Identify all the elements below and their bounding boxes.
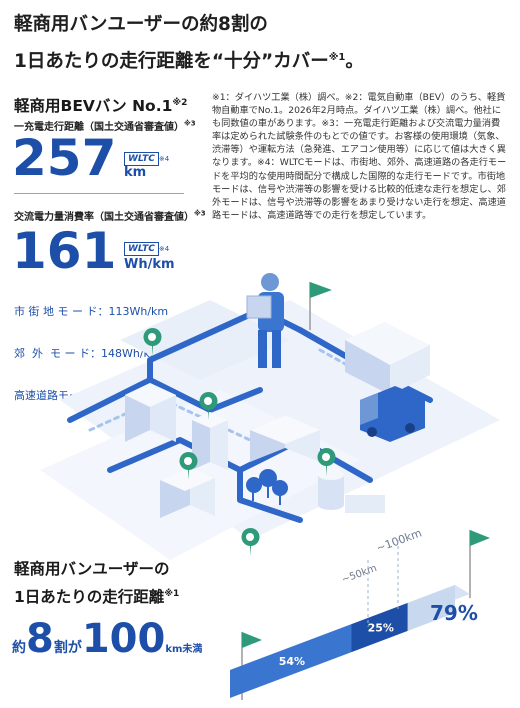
delivery-person-icon xyxy=(246,273,284,368)
cumulative-label-79: 79% xyxy=(430,601,478,625)
distance-chart: 54% 25% 79% ~50km ~100km xyxy=(230,526,478,698)
bev-title: 軽商用BEVバン No.1※2 xyxy=(14,97,188,115)
headline-line2: 1日あたりの走行距離を“十分”カバー※1。 xyxy=(14,51,364,73)
footnotes: ※1：ダイハツ工業（株）調べ。※2：電気自動車（BEV）のうち、軽貨物自動車でN… xyxy=(212,92,507,221)
consumption-label: 交流電力量消費率（国土交通省審査値）※3 xyxy=(14,209,206,223)
bar-segment-100km xyxy=(351,602,408,653)
map-pins xyxy=(143,328,336,556)
building-tank xyxy=(318,470,385,513)
users-title-line2: 1日あたりの走行距離※1 xyxy=(14,588,180,607)
range-unit: km xyxy=(124,165,147,180)
bar-label-54: 54% xyxy=(279,655,305,668)
bar-segment-rest xyxy=(407,585,455,631)
bar-label-25: 25% xyxy=(368,621,394,634)
range-wltc-badge: WLTC※4 xyxy=(124,146,169,166)
tick-label-50km: ~50km xyxy=(340,563,378,586)
range-label: 一充電走行距離（国土交通省審査値）※3 xyxy=(14,119,196,133)
building-lower-left xyxy=(160,467,215,518)
users-title-line1: 軽商用バンユーザーの xyxy=(14,560,170,578)
city-illustration: 54% 25% 79% ~50km ~100km xyxy=(40,273,500,700)
consumption-value: 161 xyxy=(12,222,117,280)
building-left xyxy=(125,383,176,442)
bar-segment-50km xyxy=(230,624,352,698)
consumption-unit: Wh/km xyxy=(124,257,175,272)
headline-line1: 軽商用バンユーザーの約8割の xyxy=(14,14,268,35)
building-center xyxy=(250,415,320,462)
tree-cluster xyxy=(246,469,288,505)
van-icon xyxy=(360,386,425,442)
range-value: 257 xyxy=(12,129,117,187)
result-statement: 約8割が100km未満 xyxy=(12,616,203,662)
headline: 軽商用バンユーザーの約8割の 1日あたりの走行距離を“十分”カバー※1。 xyxy=(14,8,364,78)
mode-suburban: 郊 外 モ ー ド：148Wh/km xyxy=(14,347,161,360)
consumption-wltc-badge: WLTC※4 xyxy=(124,236,169,256)
users-title: 軽商用バンユーザーの 1日あたりの走行距離※1 xyxy=(14,557,179,610)
tick-label-100km: ~100km xyxy=(375,526,424,554)
building-warehouse xyxy=(345,322,430,395)
divider xyxy=(14,193,184,194)
building-tower xyxy=(192,412,228,470)
mode-city: 市 街 地 モ ー ド：113Wh/km xyxy=(14,305,169,318)
